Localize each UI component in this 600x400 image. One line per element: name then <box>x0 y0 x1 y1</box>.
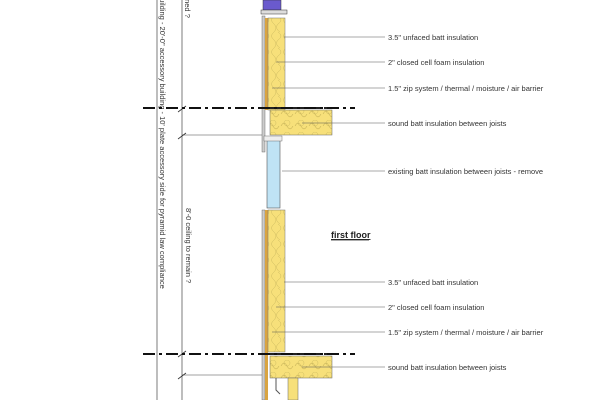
top-dimension-note: to remained ? <box>183 0 192 18</box>
dimension-lines <box>156 0 262 400</box>
callout-batt-insulation-lower: 3.5" unfaced batt insulation <box>388 278 478 287</box>
lower-floor-joists <box>268 353 333 400</box>
callout-foam-insulation-upper: 2" closed cell foam insulation <box>388 58 484 67</box>
upper-wall-assembly <box>261 15 286 153</box>
window-sill <box>263 135 283 142</box>
callout-zip-system-upper: 1.5" zip system / thermal / moisture / a… <box>388 84 544 93</box>
callout-existing-batt: existing batt insulation between joists … <box>388 167 543 176</box>
callout-sound-batt-lower: sound batt insulation between joists <box>388 363 507 372</box>
upper-floor-joists <box>268 107 333 136</box>
room-label-first-floor: first floor <box>331 230 371 240</box>
window-above <box>260 0 288 15</box>
existing-batt-insulation <box>266 139 281 209</box>
callout-leaders <box>272 36 385 368</box>
callout-zip-system-lower: 1.5" zip system / thermal / moisture / a… <box>388 328 544 337</box>
callout-foam-insulation-lower: 2" closed cell foam insulation <box>388 303 484 312</box>
ceiling-dimension-note: 8'-0 ceiling to remain ? <box>184 208 193 283</box>
callout-sound-batt-upper: sound batt insulation between joists <box>388 119 507 128</box>
overall-height-note: building - 20'-0" accessory building - 1… <box>158 0 167 289</box>
floor-level-lines <box>143 107 355 355</box>
callout-batt-insulation-upper: 3.5" unfaced batt insulation <box>388 33 478 42</box>
lower-wall-assembly <box>261 209 286 400</box>
